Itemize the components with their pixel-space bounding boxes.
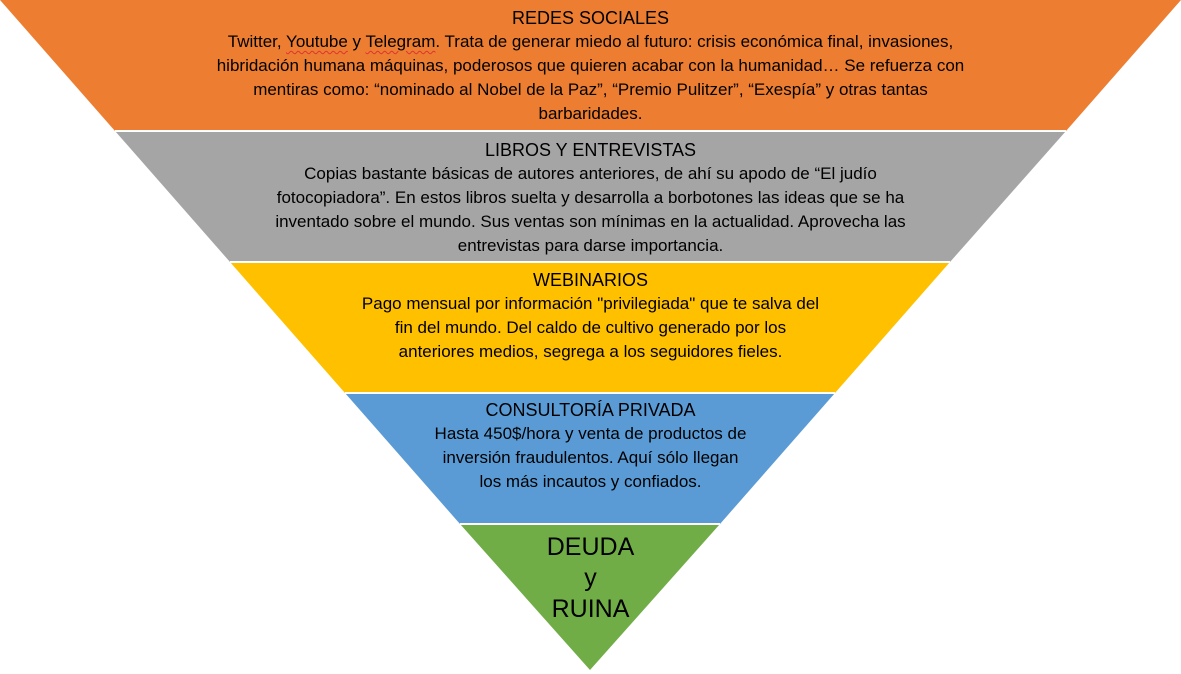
level-deuda-band xyxy=(460,524,720,670)
level-title: REDES SOCIALES xyxy=(511,8,670,28)
level-libros-entrevistas-band xyxy=(115,131,1066,262)
level-description: Hasta 450$/hora y venta de productos de … xyxy=(434,424,747,491)
apex-line: y xyxy=(584,564,597,592)
text-segment-telegram: Telegram xyxy=(365,32,436,51)
level-title: WEBINARIOS xyxy=(532,270,648,290)
level-consultoria-band xyxy=(345,393,835,524)
text-segment: . Trata de generar miedo al futuro: cris… xyxy=(216,32,965,123)
level-consultoria-privada: CONSULTORÍA PRIVADA Hasta 450$/hora y ve… xyxy=(0,398,1181,494)
level-libros-entrevistas: LIBROS Y ENTREVISTAS Copias bastante bás… xyxy=(0,138,1181,258)
level-title: LIBROS Y ENTREVISTAS xyxy=(484,140,697,160)
level-title: CONSULTORÍA PRIVADA xyxy=(485,400,696,420)
apex-line: DEUDA xyxy=(546,533,635,561)
level-redes-sociales: REDES SOCIALES Twitter, Youtube y Telegr… xyxy=(0,6,1181,126)
text-segment-youtube: Youtube xyxy=(286,32,348,51)
level-description: Twitter, Youtube y Telegram. Trata de ge… xyxy=(211,30,971,126)
level-description: Copias bastante básicas de autores anter… xyxy=(275,164,906,255)
text-segment: Twitter, xyxy=(227,32,287,51)
level-redes-sociales-band xyxy=(0,0,1181,131)
level-webinarios: WEBINARIOS Pago mensual por información … xyxy=(0,268,1181,364)
level-deuda-ruina: DEUDA y RUINA xyxy=(0,532,1181,625)
text-segment: y xyxy=(347,32,366,51)
level-webinarios-band xyxy=(230,262,950,393)
level-description: Pago mensual por información "privilegia… xyxy=(361,294,820,361)
apex-line: RUINA xyxy=(551,595,630,623)
